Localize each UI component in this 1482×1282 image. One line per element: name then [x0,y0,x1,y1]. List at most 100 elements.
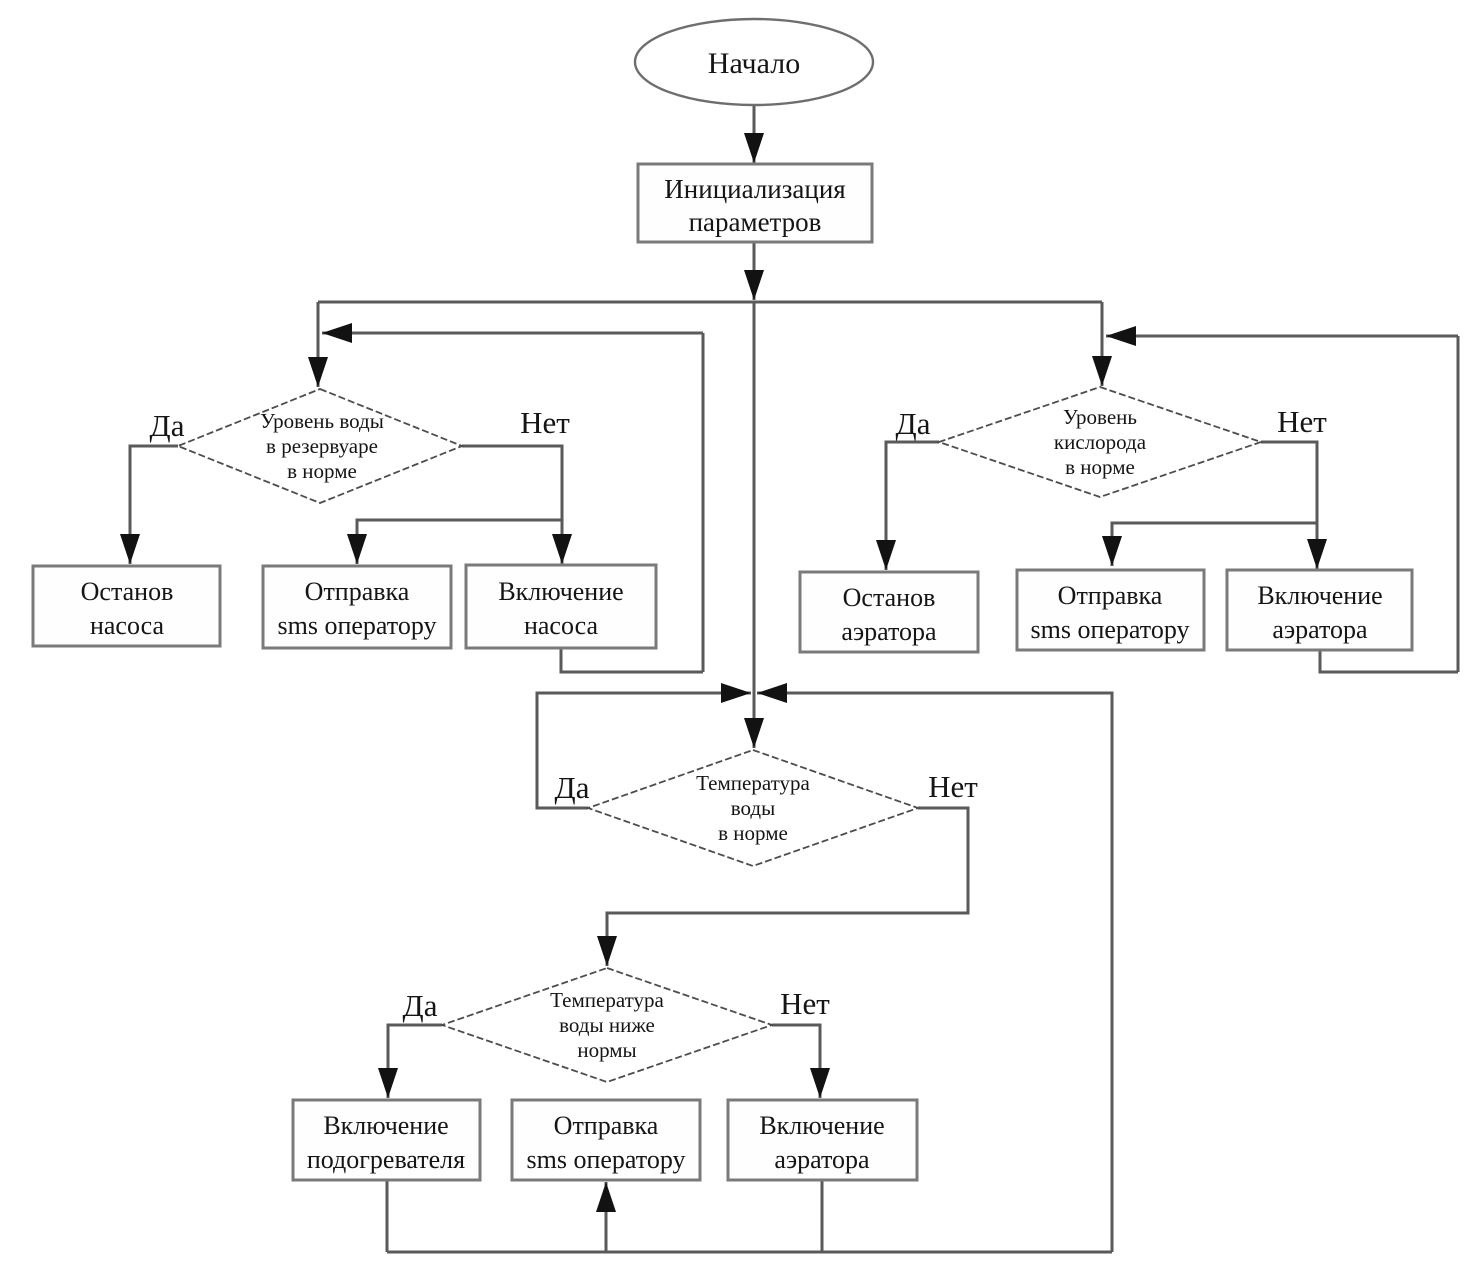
arrow-into-stop-pump [120,534,140,564]
arrow-into-oxygen-decision [1092,356,1112,386]
start-node: Начало [633,17,875,107]
arrow-into-temp-low-decision [597,936,617,966]
decision-water-temp-low-line3: нормы [577,1038,636,1062]
decision-water-temp-line3: в норме [718,821,788,845]
box-start-aerator-2-line1: Включение [759,1111,884,1140]
edge-templow-no [772,1023,822,1098]
box-stop-aerator: Останов аэратора [798,570,980,654]
box-start-aerator-line2: аэратора [1272,615,1368,644]
edge-pump-loop-bottom [559,648,703,674]
decision-water-level-diamond [175,388,465,504]
yes-label-oxygen: Да [896,406,931,441]
box-send-sms-aerator: Отправка sms оператору [1015,568,1206,652]
decision-oxygen-line2: кислорода [1054,430,1147,454]
edge-water-no-split [355,518,562,564]
arrow-aerator-loop-return [1106,326,1136,346]
decision-water-level-line3: в норме [287,459,357,483]
arrow-junction-from-right [757,683,787,703]
init-box [636,162,874,244]
box-start-pump-rect [464,563,658,650]
box-start-aerator-2-rect [726,1098,919,1182]
edge-bottom-return [757,691,1114,1252]
arrow-pump-loop-return [322,323,352,343]
arrow-into-start-aerator [1307,539,1327,569]
edge-temp-yes-loop [535,691,751,810]
decision-water-temp-line1: Температура [696,771,810,795]
start-label: Начало [708,47,800,80]
no-label-water: Нет [520,405,570,440]
box-stop-aerator-line1: Останов [843,583,936,612]
arrow-above-branch [744,270,764,300]
arrow-into-send-sms-temp [596,1182,616,1212]
box-start-pump-line1: Включение [498,577,623,606]
decision-water-temp-low: Температура воды ниже нормы [439,967,775,1083]
init-label-line1: Инициализация [664,174,845,204]
arrow-into-start-heater [378,1068,398,1098]
box-send-sms-temp: Отправка sms оператору [510,1098,702,1182]
box-start-aerator-rect [1225,568,1414,652]
edge-aerator-loop-bottom [1318,650,1458,674]
arrow-junction-from-left [721,683,751,703]
box-send-sms-pump-line1: Отправка [305,577,410,606]
decision-water-temp-low-line2: воды ниже [559,1013,655,1037]
box-stop-pump-line2: насоса [90,611,164,640]
decision-oxygen-line3: в норме [1065,455,1135,479]
edge-oxygen-no [1261,440,1319,569]
box-send-sms-temp-rect [510,1098,702,1182]
box-stop-aerator-line2: аэратора [841,617,937,646]
yes-label-water: Да [150,408,185,443]
box-send-sms-pump-rect [261,564,453,650]
decision-oxygen: Уровень кислорода в норме [936,386,1264,498]
arrow-into-init [744,133,764,163]
decision-water-level: Уровень воды в резервуаре в норме [175,388,465,504]
box-start-heater: Включение подогревателя [291,1098,482,1182]
box-start-aerator-2: Включение аэратора [726,1098,919,1182]
box-send-sms-aerator-line1: Отправка [1058,581,1163,610]
decision-water-temp: Температура воды в норме [585,749,921,867]
edge-water-yes [128,444,178,564]
decision-water-temp-line2: воды [731,796,775,820]
arrowheads [120,133,1327,1212]
box-start-heater-line2: подогревателя [307,1145,465,1174]
edge-oxygen-yes [884,440,939,570]
arrow-into-temp-decision [744,718,764,748]
box-send-sms-temp-line1: Отправка [554,1111,659,1140]
box-stop-aerator-rect [798,570,980,654]
arrow-into-water-decision [308,357,328,387]
decision-water-temp-low-diamond [439,967,775,1083]
box-send-sms-pump-line2: sms оператору [278,611,437,640]
box-start-pump-line2: насоса [524,611,598,640]
box-start-heater-line1: Включение [323,1111,448,1140]
no-label-temp-low: Нет [780,986,830,1021]
box-stop-pump: Останов насоса [31,564,222,648]
box-send-sms-aerator-rect [1015,568,1206,652]
init-node: Инициализация параметров [636,162,874,244]
decision-water-level-line1: Уровень воды [260,409,384,433]
no-label-oxygen: Нет [1277,404,1327,439]
decision-water-level-line2: в резервуаре [266,434,378,458]
decision-water-temp-diamond [585,749,921,867]
box-start-aerator: Включение аэратора [1225,568,1414,652]
box-stop-pump-line1: Останов [81,577,174,606]
arrow-into-start-aerator-2 [810,1068,830,1098]
edge-templow-yes [386,1023,442,1098]
decision-oxygen-line1: Уровень [1063,405,1137,429]
init-label-line2: параметров [689,207,822,237]
decision-water-temp-low-line1: Температура [550,988,664,1012]
start-ellipse [633,17,875,107]
box-start-aerator-2-line2: аэратора [774,1145,870,1174]
box-send-sms-temp-line2: sms оператору [527,1145,686,1174]
connector-edges [128,105,1460,1254]
arrow-into-start-pump [552,534,572,564]
box-start-pump: Включение насоса [464,563,658,650]
box-start-aerator-line1: Включение [1257,581,1382,610]
box-stop-pump-rect [31,564,222,648]
yes-label-temp: Да [555,770,590,805]
arrow-into-send-sms-pump [347,534,367,564]
arrow-into-stop-aerator [876,540,896,570]
edge-water-no [462,444,564,564]
edge-oxygen-no-split [1110,521,1317,566]
no-label-temp: Нет [928,769,978,804]
